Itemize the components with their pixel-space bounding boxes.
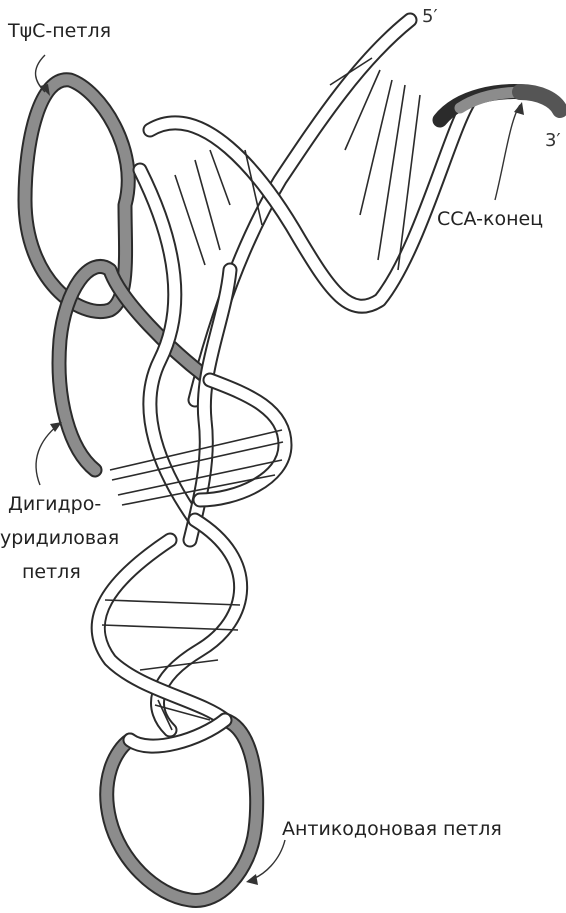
three-prime-label: 3′ [545,130,561,151]
anticodon-loop-shape [107,720,257,900]
acceptor-stem [150,20,470,400]
cca-arrow [495,105,520,200]
dihydrouridine-arrow [36,425,58,485]
cca-end-label: CCA-конец [437,208,543,231]
dihydrouridine-label-line2: уридиловая [0,527,119,550]
anticodon-stem [98,520,240,730]
dihydrouridine-label-line1: Дигидро- [8,493,101,516]
anticodon-arrowhead [246,874,258,885]
dihydrouridine-loop-shape [59,266,210,470]
tpsic-loop-label: TψC-петля [8,20,111,43]
dihydrouridine-label-line3: петля [22,561,81,584]
anticodon-loop-label: Антикодоновая петля [282,818,502,841]
five-prime-label: 5′ [422,6,438,27]
